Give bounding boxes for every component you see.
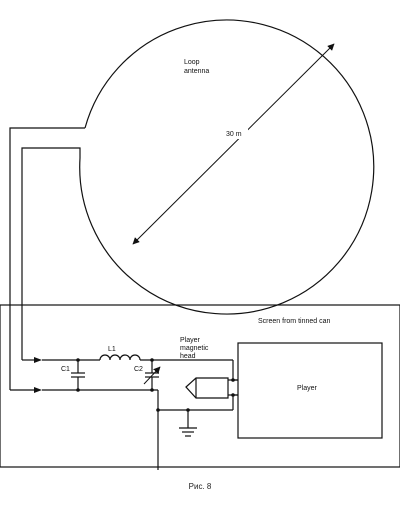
magnetic-head: Player magnetic head [180, 337, 238, 399]
loop-antenna-label-line1: Loop [184, 59, 200, 66]
feed-line-inner [21, 147, 81, 360]
tuning-circuit: C1 L1 C2 Player [42, 337, 383, 470]
c2-variable-arrow [143, 366, 161, 385]
junction-ground [156, 408, 160, 412]
antenna-feed-lines [9, 127, 85, 393]
shield-enclosure: Screen from tinned can [0, 304, 400, 468]
head-bottom-lead [232, 394, 238, 410]
c1-label: C1 [61, 366, 70, 373]
l1-label: L1 [108, 346, 116, 353]
head-top-lead [232, 360, 238, 381]
loop-antenna-coil [79, 19, 375, 315]
head-label-line2: magnetic [180, 345, 209, 352]
ground-symbol [179, 410, 197, 437]
capacitor-c2: C2 [134, 360, 161, 390]
shield-box [0, 304, 400, 468]
player-label: Player [297, 385, 318, 392]
head-label-line1: Player [180, 337, 201, 344]
loop-antenna: Loop antenna [79, 19, 375, 315]
feed-arrow-outer [34, 387, 42, 393]
loop-antenna-label-line2: antenna [184, 68, 209, 75]
shield-label: Screen from tinned can [258, 318, 330, 325]
magnetic-head-body [185, 377, 229, 399]
head-label-line3: head [180, 353, 196, 360]
player-device: Player [237, 342, 383, 439]
diameter-label: 30 m [226, 131, 242, 138]
figure-caption: Рис. 8 [188, 482, 212, 491]
player-box [237, 342, 383, 439]
capacitor-c1: C1 [61, 360, 85, 390]
diameter-arrow [132, 43, 335, 245]
diameter-dimension: 30 m [132, 43, 335, 245]
inductor-coil [99, 354, 141, 361]
c2-label: C2 [134, 366, 143, 373]
dimension-label-backdrop [220, 127, 248, 139]
feed-arrow-inner [34, 357, 42, 363]
inductor-l1: L1 [99, 346, 141, 361]
feed-line-outer [9, 127, 85, 390]
